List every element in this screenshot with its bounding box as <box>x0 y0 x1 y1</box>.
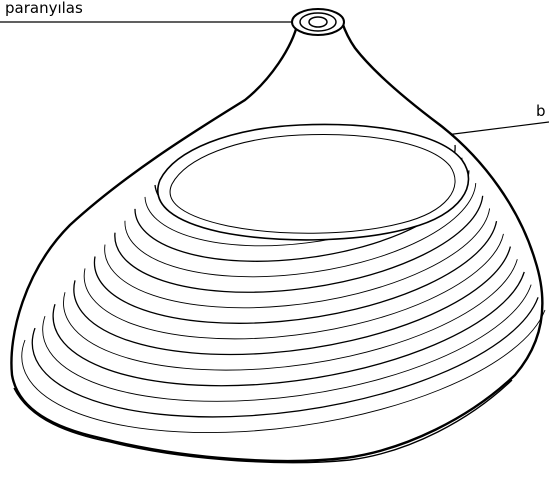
spout-opening <box>308 16 328 28</box>
shell-ring <box>104 208 491 309</box>
leader-lines <box>0 21 549 137</box>
spout <box>291 8 345 36</box>
shell-ring <box>114 195 484 293</box>
callout-label-right: b <box>536 102 546 120</box>
shell-ring <box>42 284 532 402</box>
shell-ring <box>52 271 525 387</box>
spout-middle-ring <box>299 12 337 32</box>
leader-line-right <box>437 121 549 137</box>
shell-ring <box>31 297 539 418</box>
shell-rings <box>21 144 546 434</box>
shell-bottom-rim <box>13 379 513 464</box>
callout-label-top: paranyılas <box>5 0 83 17</box>
shell-ring <box>124 183 477 278</box>
shell-ring <box>21 309 546 434</box>
shell-ring <box>73 246 512 356</box>
shell-ring <box>93 221 498 324</box>
shell-top-plateau-inner <box>169 134 456 234</box>
shell-outline <box>10 20 544 463</box>
shell-top-plateau <box>157 123 470 241</box>
shell-ring <box>83 233 504 340</box>
shell-ring <box>63 259 518 371</box>
